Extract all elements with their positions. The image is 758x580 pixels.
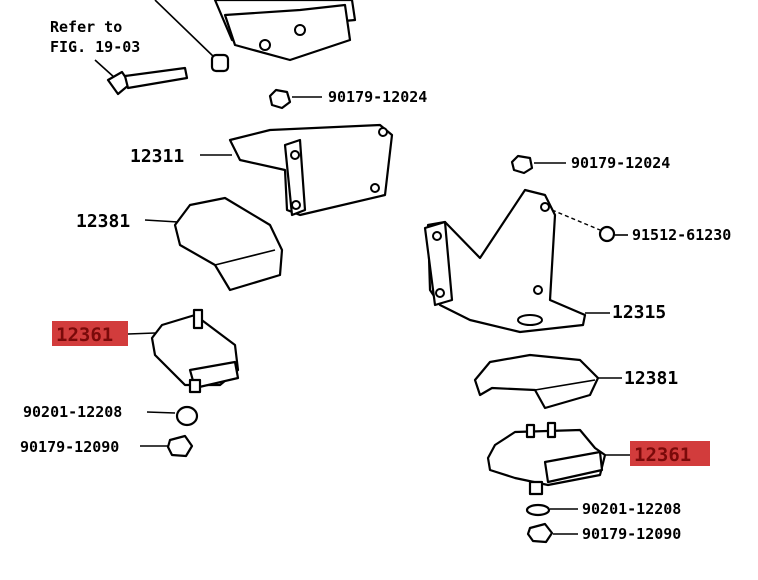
label-mount-right[interactable]: 12361 <box>634 444 691 466</box>
engine-bracket-top <box>154 0 357 62</box>
bracket-left <box>200 123 394 217</box>
insulator-right <box>473 353 622 410</box>
mount-right <box>486 421 630 496</box>
label-nut-bottom-right: 90179-12090 <box>582 525 681 543</box>
nut-top-right <box>510 154 566 175</box>
label-bracket-right: 12315 <box>612 302 666 323</box>
label-bracket-left: 12311 <box>130 146 184 167</box>
nut-bottom-left <box>140 434 194 458</box>
bolt-right <box>551 209 628 243</box>
mount-left <box>127 308 240 394</box>
label-nut-bottom-left: 90179-12090 <box>20 438 119 456</box>
label-bolt-right: 91512-61230 <box>632 226 731 244</box>
highlight-mount-left[interactable] <box>52 321 128 346</box>
bracket-right <box>423 188 610 334</box>
label-nut-top-left: 90179-12024 <box>328 88 427 106</box>
nut-top-left <box>268 88 322 110</box>
reference-text-line1: Refer to <box>50 18 122 36</box>
label-washer-right: 90201-12208 <box>582 500 681 518</box>
washer-right <box>525 503 578 517</box>
label-insulator-left: 12381 <box>76 211 130 232</box>
highlight-mount-right[interactable] <box>630 441 710 466</box>
bolt-reference <box>94 53 230 96</box>
reference-text-line2: FIG. 19-03 <box>50 38 140 56</box>
nut-bottom-right <box>526 522 578 544</box>
insulator-left <box>144 196 284 292</box>
label-washer-left: 90201-12208 <box>23 403 122 421</box>
label-mount-left[interactable]: 12361 <box>56 324 113 346</box>
label-nut-top-right: 90179-12024 <box>571 154 670 172</box>
washer-left <box>146 405 199 427</box>
label-insulator-right: 12381 <box>624 368 678 389</box>
